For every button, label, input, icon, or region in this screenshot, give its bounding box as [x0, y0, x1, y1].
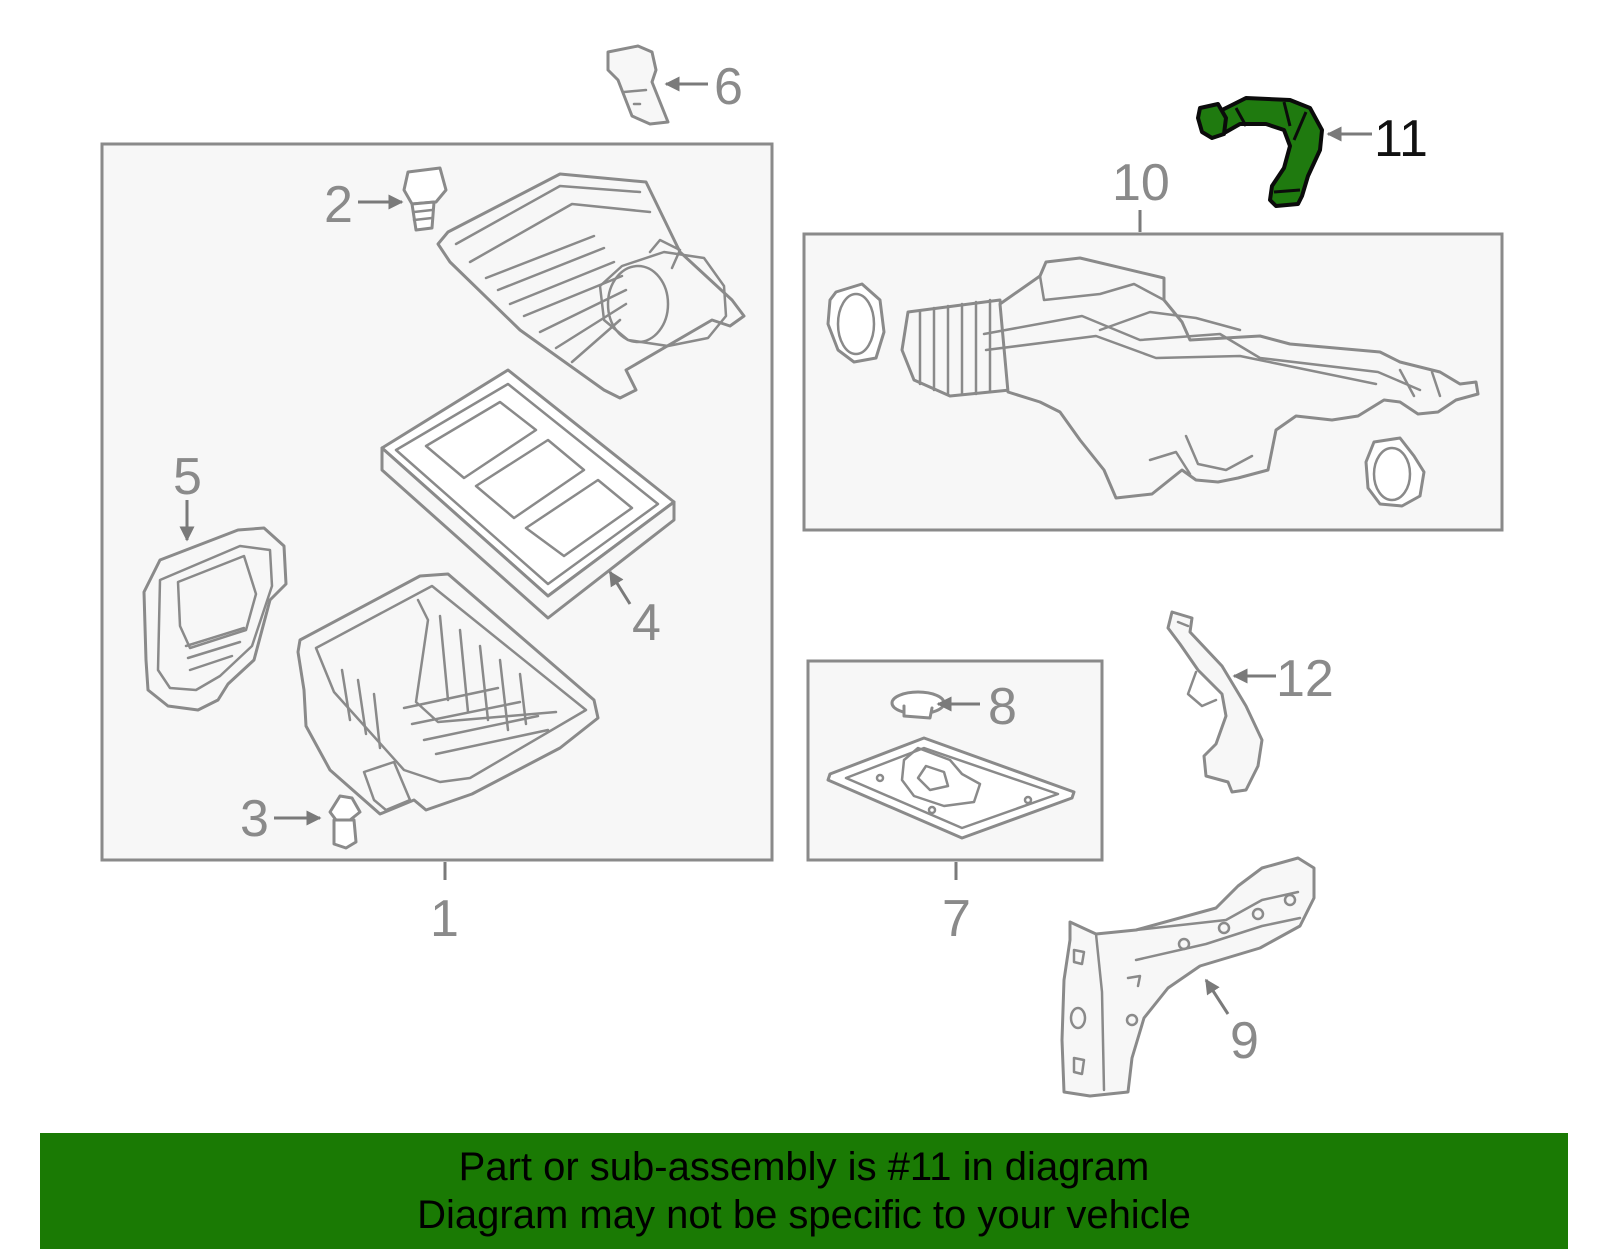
callout-10: 10: [1112, 154, 1170, 232]
callout-9: 9: [1204, 978, 1259, 1070]
part-2-bolt[interactable]: [402, 166, 448, 232]
info-banner: Part or sub-assembly is #11 in diagram D…: [40, 1133, 1568, 1249]
svg-text:12: 12: [1276, 650, 1334, 708]
callout-7: 7: [942, 862, 971, 948]
callout-11: 11: [1326, 110, 1428, 168]
part-5-duct[interactable]: [142, 526, 288, 712]
callout-6: 6: [664, 58, 743, 116]
part-12-bracket[interactable]: [1166, 610, 1264, 794]
callout-2: 2: [324, 176, 404, 234]
part-3-pin[interactable]: [328, 794, 362, 850]
callout-12: 12: [1232, 650, 1334, 708]
part-7-plate[interactable]: [826, 736, 1076, 840]
callout-8: 8: [936, 678, 1017, 736]
svg-text:11: 11: [1374, 110, 1428, 168]
callout-1: 1: [430, 862, 459, 948]
air-cleaner-cover[interactable]: [436, 172, 746, 400]
air-cleaner-housing[interactable]: [296, 572, 600, 816]
svg-text:10: 10: [1112, 154, 1170, 212]
banner-line-2: Diagram may not be specific to your vehi…: [417, 1193, 1191, 1237]
part-11-hose[interactable]: [1196, 96, 1324, 208]
svg-text:7: 7: [942, 890, 971, 948]
svg-text:1: 1: [430, 890, 459, 948]
callout-5: 5: [173, 448, 202, 542]
svg-text:5: 5: [173, 448, 202, 506]
svg-text:6: 6: [714, 58, 743, 116]
part-9-bracket[interactable]: [1060, 856, 1316, 1098]
part-4-filter[interactable]: [380, 368, 676, 620]
callout-4: 4: [608, 570, 661, 652]
callout-3: 3: [240, 790, 322, 848]
banner-line-1: Part or sub-assembly is #11 in diagram: [458, 1145, 1150, 1189]
svg-text:3: 3: [240, 790, 269, 848]
part-6-bracket[interactable]: [606, 44, 670, 126]
svg-text:2: 2: [324, 176, 353, 234]
svg-text:8: 8: [988, 678, 1017, 736]
svg-text:4: 4: [632, 594, 661, 652]
part-10-inlet-duct[interactable]: [826, 256, 1480, 508]
svg-text:9: 9: [1230, 1012, 1259, 1070]
